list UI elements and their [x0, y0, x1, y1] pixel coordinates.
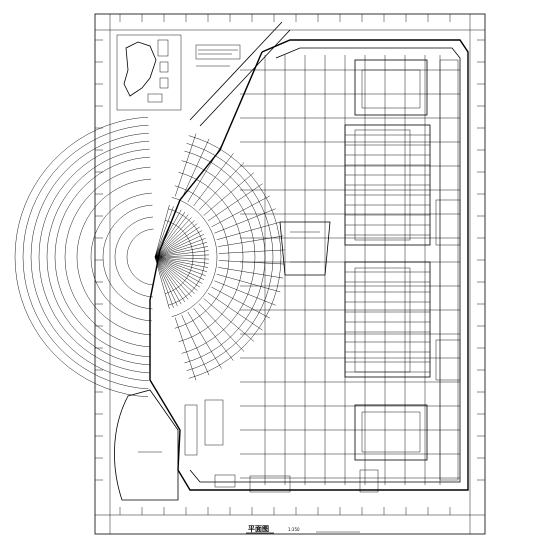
seating-tier-arc [174, 185, 230, 329]
radial-seating-line [211, 286, 270, 319]
hall-arc [38, 140, 150, 374]
bottom-entry-zone [214, 469, 379, 493]
seating-tier-arc [168, 208, 206, 306]
radial-line [154, 256, 178, 307]
radial-seating-line [218, 249, 285, 254]
sheet-title: 平面图 [248, 524, 269, 533]
grid-axis-ticks [95, 14, 485, 515]
radial-seating-line [214, 280, 276, 306]
radial-line [154, 238, 206, 258]
radial-seating-line [214, 208, 276, 234]
radial-line [154, 256, 189, 300]
radial-seating-line [193, 153, 234, 207]
sheet-frame [94, 13, 486, 535]
radial-line [154, 223, 198, 258]
radial-line [154, 242, 208, 258]
seating-tier-arc [188, 135, 282, 379]
radial-line [154, 209, 182, 258]
radial-line [154, 254, 210, 258]
radial-seating-line [181, 138, 210, 199]
hall-arc [126, 228, 154, 286]
radial-line [154, 256, 205, 280]
hall-arc [22, 124, 149, 390]
radial-seating-line [211, 195, 270, 228]
radial-line [154, 250, 209, 258]
radial-seating-line [198, 162, 245, 211]
radial-line [154, 256, 195, 294]
seating-tier-arc [165, 220, 194, 294]
title-block: 平面图 1:350 [246, 524, 360, 534]
radial-line [154, 256, 208, 272]
seating-tier-arc [171, 197, 218, 317]
seating-tier-arc [186, 143, 274, 371]
access-road [189, 21, 291, 127]
legend-block [195, 44, 241, 67]
radial-line [154, 230, 203, 258]
radial-line [154, 256, 186, 303]
hall-arc [46, 148, 150, 366]
hall-arc [64, 166, 151, 348]
landscape-boundary [114, 389, 224, 501]
circular-hall-radial-lines [154, 133, 285, 381]
building-outline [149, 39, 469, 491]
radial-seating-line [203, 172, 255, 216]
radial-line [154, 256, 209, 268]
sheet-scale: 1:350 [288, 527, 300, 532]
radial-line [154, 256, 203, 284]
hall-arc [54, 156, 151, 358]
radial-seating-line [174, 133, 197, 197]
circular-hall-arcs [14, 116, 282, 398]
right-service-strip [435, 59, 461, 481]
radial-seating-line [187, 311, 222, 369]
site-location-inset [116, 34, 182, 111]
radial-line [154, 220, 195, 258]
radial-seating-line [207, 183, 263, 222]
hall-arc [90, 192, 152, 322]
hall-arc [30, 132, 149, 382]
radial-seating-line [216, 273, 281, 293]
radial-seating-line [198, 303, 245, 352]
radial-line [154, 256, 198, 291]
radial-line [154, 256, 182, 305]
radial-line [154, 246, 209, 258]
radial-seating-line [181, 315, 210, 376]
radial-line [154, 256, 206, 276]
radial-line [154, 256, 209, 264]
interior-halls [344, 59, 431, 461]
radial-line [154, 256, 200, 288]
radial-seating-line [216, 221, 281, 241]
radial-seating-line [218, 260, 285, 265]
stage-area [279, 221, 331, 276]
hall-arc [114, 216, 154, 298]
radial-line [154, 206, 174, 258]
radial-seating-line [218, 267, 284, 279]
radial-line [154, 256, 192, 297]
radial-seating-line [193, 307, 234, 361]
seating-tier-arc [178, 171, 244, 343]
radial-seating-line [207, 292, 263, 331]
radial-line [154, 256, 174, 308]
hall-arc [76, 178, 152, 336]
radial-line [154, 234, 205, 258]
hall-arc [14, 116, 149, 398]
radial-line [154, 226, 200, 258]
hall-arc [102, 204, 153, 310]
radial-seating-line [174, 317, 197, 381]
radial-line [154, 256, 210, 260]
radial-seating-line [218, 235, 284, 247]
seating-tier-arc [181, 160, 256, 354]
radial-line [154, 204, 170, 258]
radial-line [154, 217, 192, 258]
radial-seating-line [203, 298, 255, 342]
